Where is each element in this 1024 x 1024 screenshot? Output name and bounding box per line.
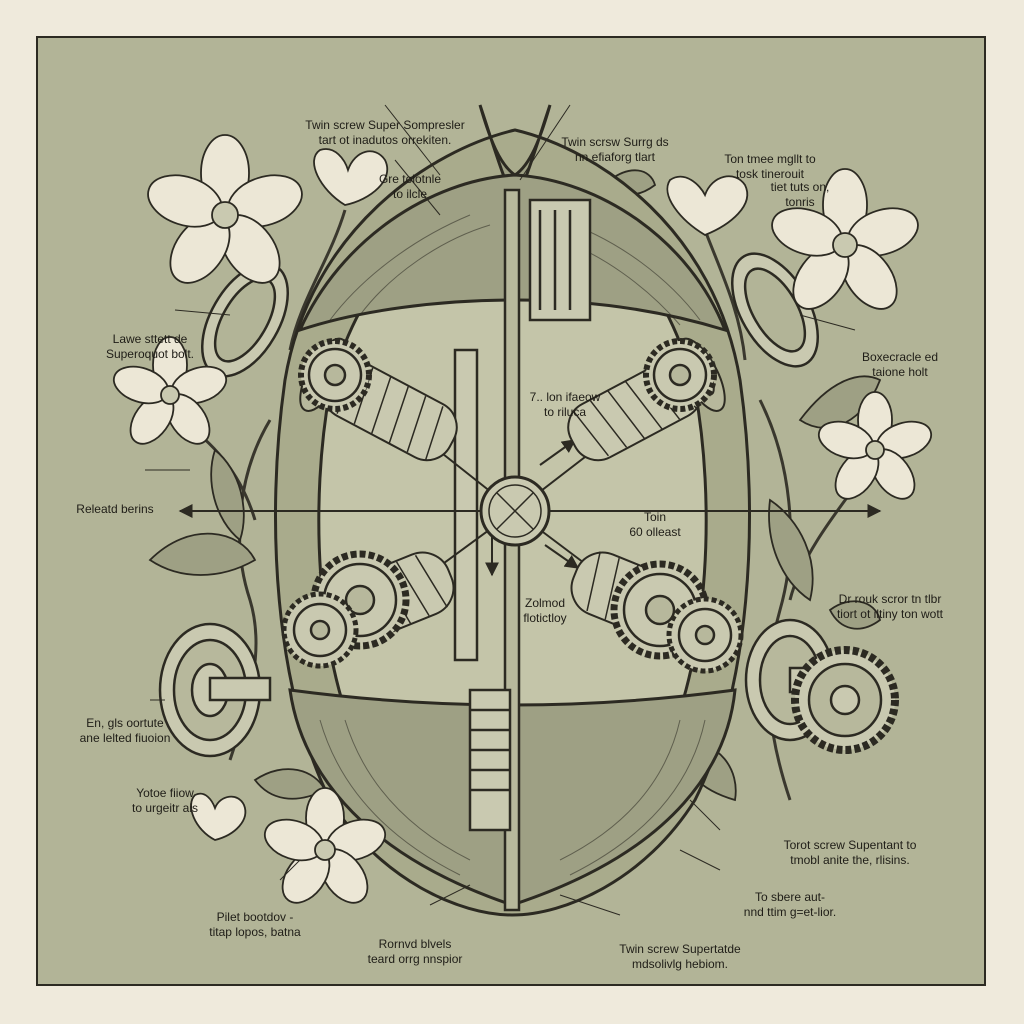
center-hub [479,475,551,547]
label-right-lower-b: To sbere aut-nnd ttim g=et-lior. [743,890,837,919]
flower-top-left [147,134,303,284]
flower-buds [190,148,748,841]
shell-texture [319,214,706,876]
label-bottom-left: Pilet bootdov -titap lopos, batna [209,910,301,939]
gear-upper-left [298,338,372,412]
flower-right-mid [817,391,933,500]
label-left-mid: Releatd berins [76,502,154,516]
gear-mid-left-2 [281,591,359,669]
flower-bottom-left [263,787,387,904]
flower-top-right [771,168,919,310]
gear-mid-right-2 [666,596,744,674]
flange-right-lower [744,618,899,754]
flange-left-lower [158,622,272,758]
leader-lines [145,104,856,916]
flower-left-mid [112,336,228,445]
gear-upper-right [643,338,717,412]
label-top-right-b: tiet tuts on,tonris [770,180,830,209]
